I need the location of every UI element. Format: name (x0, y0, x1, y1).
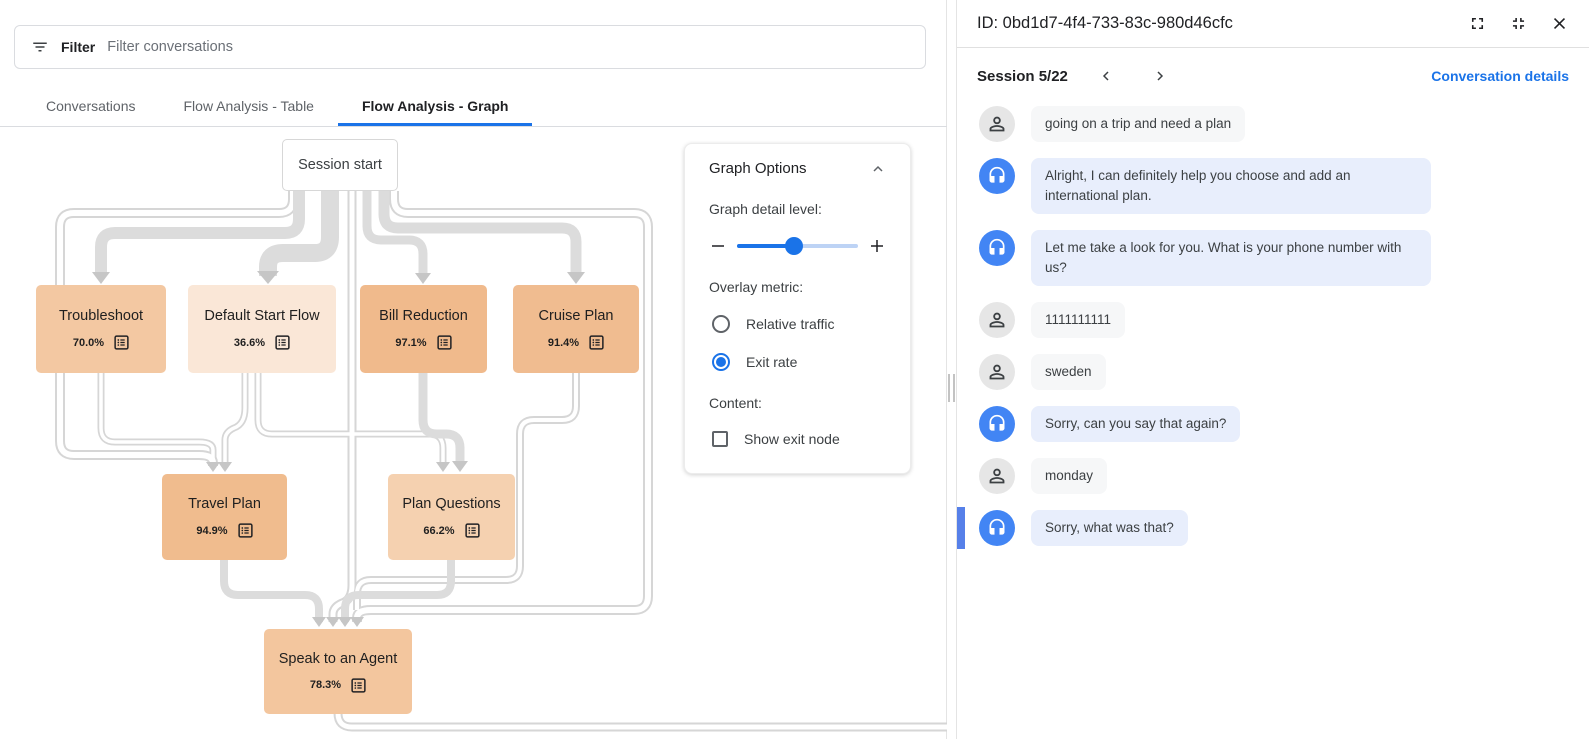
increase-detail-button[interactable] (868, 237, 886, 255)
flow-node-label: Default Start Flow (204, 308, 320, 324)
message-row: monday (979, 458, 1569, 494)
flow-node-session-start[interactable]: Session start (282, 139, 398, 191)
message-row: sweden (979, 354, 1569, 390)
flow-analysis-panel: Filter Conversations Flow Analysis - Tab… (0, 0, 947, 739)
previous-session-chevron-left-icon[interactable] (1098, 68, 1114, 84)
flow-node-plan-questions[interactable]: Plan Questions 66.2% (388, 474, 515, 560)
conversation-list-icon[interactable] (351, 677, 366, 693)
user-avatar-icon (979, 106, 1015, 142)
slider-thumb[interactable] (784, 237, 803, 255)
tab-flow-analysis-graph[interactable]: Flow Analysis - Graph (337, 88, 533, 126)
message-bubble[interactable]: Sorry, can you say that again? (1031, 406, 1241, 442)
highlight-bar (957, 507, 965, 549)
message-row: Alright, I can definitely help you choos… (979, 158, 1569, 214)
tab-conversations[interactable]: Conversations (46, 98, 136, 114)
radio-relative-traffic[interactable]: Relative traffic (709, 315, 886, 333)
content-label: Content: (709, 395, 762, 411)
user-avatar-icon (979, 354, 1015, 390)
tab-flow-analysis-table[interactable]: Flow Analysis - Table (183, 98, 314, 114)
conversation-list-icon[interactable] (436, 335, 452, 350)
flow-node-label: Session start (298, 157, 382, 173)
checkbox-label: Show exit node (744, 431, 840, 447)
slider-fill (737, 237, 803, 255)
filter-icon (31, 38, 49, 56)
radio-label: Exit rate (746, 354, 798, 370)
exit-rate-value: 94.9% (196, 524, 228, 537)
exit-rate-value: 70.0% (72, 336, 105, 349)
radio-label: Relative traffic (746, 316, 835, 332)
flow-node-speak-to-an-agent[interactable]: Speak to an Agent 78.3% (264, 629, 412, 714)
message-bubble[interactable]: Let me take a look for you. What is your… (1031, 230, 1431, 286)
message-bubble[interactable]: Sorry, what was that? (1031, 510, 1188, 546)
collapse-chevron-up-icon[interactable] (870, 161, 886, 177)
agent-headset-icon (979, 406, 1015, 442)
user-avatar-icon (979, 458, 1015, 494)
radio-exit-rate[interactable]: Exit rate (709, 353, 886, 371)
message-row-highlighted: Sorry, what was that? (957, 507, 1569, 549)
checkbox-icon (712, 431, 728, 447)
agent-headset-icon (979, 230, 1015, 266)
user-avatar-icon (979, 302, 1015, 338)
exit-rate-value: 97.1% (395, 336, 427, 349)
filter-label: Filter (61, 39, 96, 55)
radio-icon (712, 315, 730, 333)
conversation-detail-panel: ID: 0bd1d7-4f4-733-83c-980d46cfc Session… (956, 0, 1589, 739)
conversation-list-icon[interactable] (589, 335, 604, 350)
message-bubble[interactable]: sweden (1031, 354, 1106, 390)
conversation-list-icon[interactable] (237, 523, 253, 538)
agent-headset-icon (979, 158, 1015, 194)
flow-node-label: Plan Questions (402, 496, 501, 512)
graph-detail-label: Graph detail level: (709, 201, 822, 217)
message-row: going on a trip and need a plan (979, 106, 1569, 142)
conversation-list-icon[interactable] (464, 523, 480, 538)
flow-node-troubleshoot[interactable]: Troubleshoot 70.0% (36, 285, 166, 373)
flow-node-default-start-flow[interactable]: Default Start Flow 36.6% (188, 285, 336, 373)
conversation-id-title: ID: 0bd1d7-4f4-733-83c-980d46cfc (977, 14, 1233, 32)
decrease-detail-button[interactable] (709, 237, 727, 255)
filter-bar: Filter (14, 25, 926, 69)
graph-options-title: Graph Options (709, 160, 807, 177)
panel-resize-divider (947, 0, 956, 739)
next-session-chevron-right-icon[interactable] (1152, 68, 1168, 84)
conversation-list-icon[interactable] (114, 335, 129, 350)
message-row: Let me take a look for you. What is your… (979, 230, 1569, 286)
flow-node-label: Troubleshoot (58, 308, 144, 324)
tab-bar: Conversations Flow Analysis - Table Flow… (0, 88, 947, 127)
flow-node-label: Cruise Plan (538, 308, 614, 324)
message-bubble[interactable]: Alright, I can definitely help you choos… (1031, 158, 1431, 214)
flow-node-label: Bill Reduction (379, 308, 468, 324)
filter-conversations-input[interactable] (107, 39, 909, 55)
exit-rate-value: 66.2% (423, 524, 455, 537)
flow-node-cruise-plan[interactable]: Cruise Plan 91.4% (513, 285, 639, 373)
message-row: 1111111111 (979, 302, 1569, 338)
graph-detail-slider[interactable] (737, 237, 858, 255)
agent-headset-icon (979, 510, 1015, 546)
checkbox-show-exit-node[interactable]: Show exit node (709, 431, 886, 447)
flow-node-label: Speak to an Agent (278, 650, 398, 667)
message-bubble[interactable]: 1111111111 (1031, 302, 1126, 338)
radio-selected-icon (712, 353, 730, 371)
exit-fullscreen-icon[interactable] (1509, 14, 1528, 33)
message-list: going on a trip and need a plan Alright,… (957, 104, 1589, 566)
exit-rate-value: 36.6% (233, 336, 266, 349)
exit-rate-value: 91.4% (547, 336, 580, 349)
message-row: Sorry, can you say that again? (979, 406, 1569, 442)
flow-node-travel-plan[interactable]: Travel Plan 94.9% (162, 474, 287, 560)
panel-resize-grip[interactable] (948, 374, 955, 402)
fullscreen-icon[interactable] (1468, 14, 1487, 33)
graph-options-panel: Graph Options Graph detail level: Overla… (684, 143, 911, 474)
session-counter: Session 5/22 (977, 67, 1068, 85)
conversation-list-icon[interactable] (275, 335, 290, 350)
conversation-details-link[interactable]: Conversation details (1431, 68, 1569, 84)
flow-edges-layer (55, 191, 947, 732)
exit-rate-value: 78.3% (309, 679, 342, 691)
overlay-metric-label: Overlay metric: (709, 279, 804, 295)
flow-node-bill-reduction[interactable]: Bill Reduction 97.1% (360, 285, 487, 373)
message-bubble[interactable]: monday (1031, 458, 1108, 494)
message-bubble[interactable]: going on a trip and need a plan (1031, 106, 1246, 142)
close-icon[interactable] (1550, 14, 1569, 33)
flow-node-label: Travel Plan (188, 496, 261, 512)
